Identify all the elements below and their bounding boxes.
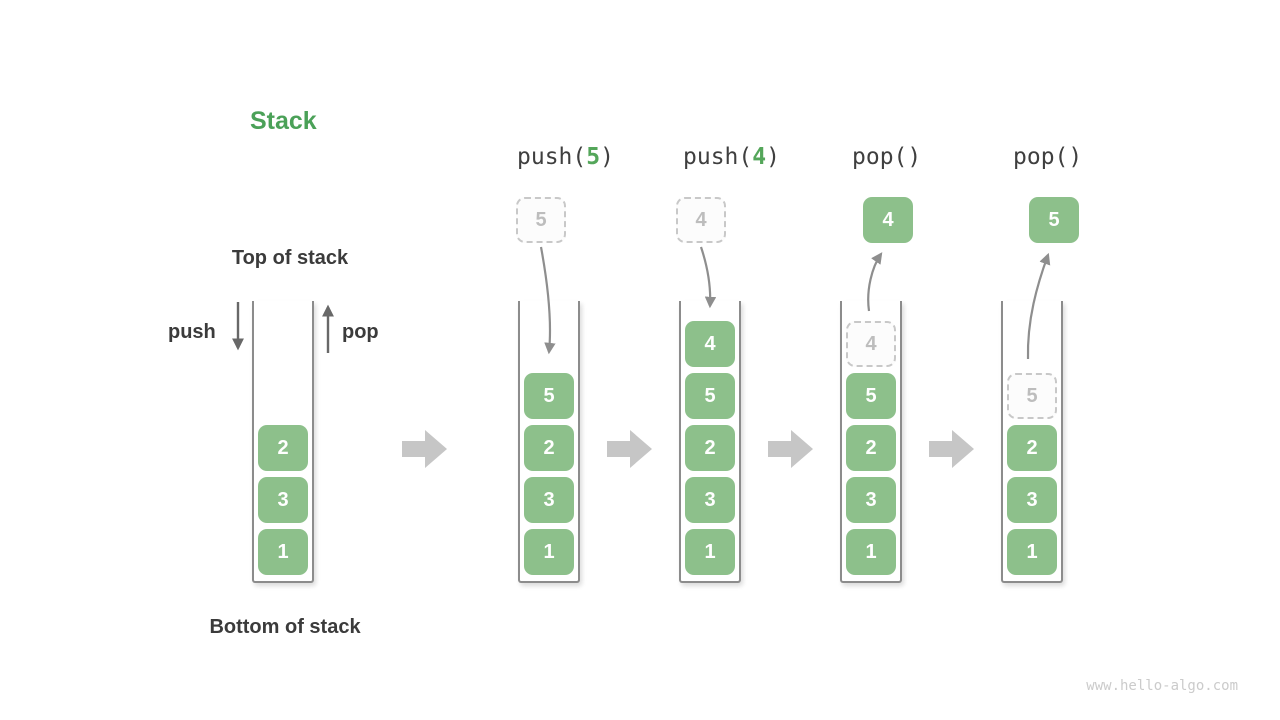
stack-element: 1	[846, 529, 896, 575]
op-text: pop(	[852, 144, 908, 170]
stack-element: 5	[846, 373, 896, 419]
stack-element: 5	[524, 373, 574, 419]
op-text: push(	[683, 144, 753, 170]
op-text: push(	[517, 144, 587, 170]
popped-value-box: 4	[863, 197, 913, 243]
stack-element: 3	[258, 477, 308, 523]
op-text: )	[766, 144, 780, 170]
op-text: )	[600, 144, 614, 170]
op-label-pop-1: pop()	[852, 144, 921, 170]
op-text: pop(	[1013, 144, 1069, 170]
incoming-value-box: 5	[516, 197, 566, 243]
push-label: push	[168, 321, 216, 343]
stack-element: 2	[1007, 425, 1057, 471]
stack-element: 1	[258, 529, 308, 575]
op-arg: 5	[586, 144, 601, 170]
stack-element: 2	[258, 425, 308, 471]
stack-element: 3	[685, 477, 735, 523]
stage-arrow-icon	[768, 430, 813, 468]
stage-arrow-icon	[929, 430, 974, 468]
stack-element: 1	[685, 529, 735, 575]
stage-arrow-icon	[607, 430, 652, 468]
stage-arrow-icon	[402, 430, 447, 468]
bottom-of-stack-label: Bottom of stack	[209, 616, 361, 638]
op-label-pop-2: pop()	[1013, 144, 1082, 170]
stack-element: 2	[685, 425, 735, 471]
stack-element: 5	[685, 373, 735, 419]
stack-element: 3	[1007, 477, 1057, 523]
op-text: )	[907, 144, 922, 170]
diagram-title: Stack	[250, 107, 317, 135]
op-label-push-5: push(5)	[517, 144, 614, 170]
op-label-push-4: push(4)	[683, 144, 780, 170]
stack-element: 2	[846, 425, 896, 471]
stack-element-removed: 5	[1007, 373, 1057, 419]
stack-element: 3	[846, 477, 896, 523]
pop-label: pop	[342, 321, 379, 343]
stack-element: 1	[1007, 529, 1057, 575]
push-4-curve-arrow-icon	[699, 246, 717, 309]
stack-element-removed: 4	[846, 321, 896, 367]
op-arg: 4	[752, 144, 767, 170]
top-of-stack-label: Top of stack	[231, 247, 349, 269]
op-text: )	[1068, 144, 1083, 170]
stack-element: 1	[524, 529, 574, 575]
popped-value-box: 5	[1029, 197, 1079, 243]
watermark: www.hello-algo.com	[1086, 678, 1238, 694]
stack-element: 4	[685, 321, 735, 367]
stack-element: 2	[524, 425, 574, 471]
stack-element: 3	[524, 477, 574, 523]
incoming-value-box: 4	[676, 197, 726, 243]
